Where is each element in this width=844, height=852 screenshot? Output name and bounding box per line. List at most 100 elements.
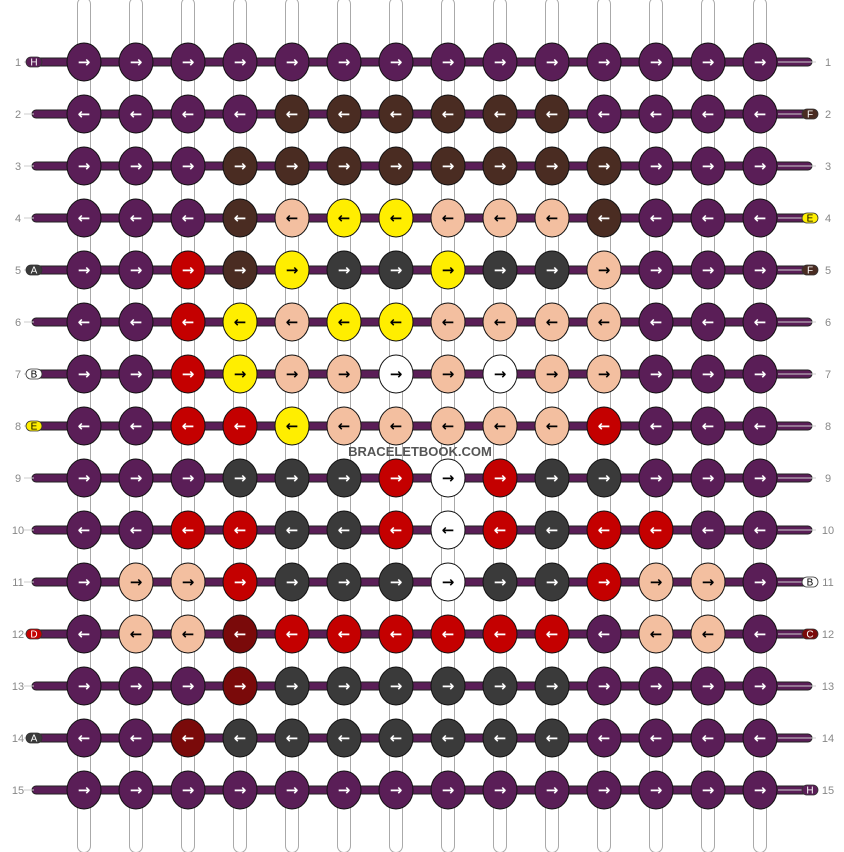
arrow-left-icon: ← — [494, 105, 507, 123]
row-number-right: 6 — [825, 317, 831, 329]
row-number-right: 2 — [825, 109, 831, 121]
knot-ellipse — [378, 198, 414, 238]
knot-ellipse — [534, 94, 570, 134]
knot: → — [534, 666, 570, 706]
knot-ellipse — [638, 146, 674, 186]
knot-ellipse — [118, 354, 154, 394]
arrow-right-icon: → — [650, 469, 663, 487]
knot: ← — [118, 406, 154, 446]
knot: → — [170, 458, 206, 498]
arrow-left-icon: ← — [286, 521, 299, 539]
arrow-left-icon: ← — [598, 625, 611, 643]
knot-ellipse — [378, 770, 414, 810]
arrow-right-icon: → — [286, 157, 299, 175]
knot-ellipse — [742, 458, 778, 498]
knot: → — [742, 770, 778, 810]
arrow-left-icon: ← — [338, 313, 351, 331]
knot: → — [118, 770, 154, 810]
arrow-right-icon: → — [390, 573, 403, 591]
knot: → — [378, 354, 414, 394]
arrow-right-icon: → — [338, 53, 351, 71]
knot: ← — [378, 302, 414, 342]
knot-ellipse — [534, 614, 570, 654]
knot-ellipse — [690, 614, 726, 654]
knot: ← — [274, 406, 310, 446]
arrow-right-icon: → — [390, 157, 403, 175]
arrow-left-icon: ← — [442, 417, 455, 435]
knot-ellipse — [586, 718, 622, 758]
knot-ellipse — [378, 562, 414, 602]
knot-ellipse — [586, 770, 622, 810]
arrow-right-icon: → — [442, 53, 455, 71]
knot-ellipse — [326, 354, 362, 394]
arrow-left-icon: ← — [754, 417, 767, 435]
knot: → — [638, 42, 674, 82]
arrow-right-icon: → — [78, 365, 91, 383]
row-number-right: 12 — [822, 629, 834, 641]
row-number-right: 10 — [822, 525, 834, 537]
knot-ellipse — [170, 250, 206, 290]
knot: ← — [274, 94, 310, 134]
knot-ellipse — [742, 562, 778, 602]
row-number-left: 14 — [12, 733, 24, 745]
knot-ellipse — [326, 458, 362, 498]
knot: ← — [482, 94, 518, 134]
knot: → — [638, 354, 674, 394]
arrow-right-icon: → — [754, 365, 767, 383]
arrow-right-icon: → — [702, 157, 715, 175]
knot: ← — [66, 718, 102, 758]
arrow-right-icon: → — [286, 781, 299, 799]
arrow-left-icon: ← — [78, 417, 91, 435]
knot-ellipse — [482, 250, 518, 290]
knot: ← — [430, 406, 466, 446]
arrow-right-icon: → — [650, 573, 663, 591]
knot-ellipse — [638, 198, 674, 238]
arrow-left-icon: ← — [442, 729, 455, 747]
knot-ellipse — [66, 354, 102, 394]
row-number-left: 6 — [15, 317, 21, 329]
knot: → — [378, 146, 414, 186]
knot-ellipse — [638, 510, 674, 550]
arrow-left-icon: ← — [182, 521, 195, 539]
knot-ellipse — [742, 718, 778, 758]
knot-ellipse — [326, 146, 362, 186]
knot: → — [534, 770, 570, 810]
knot: ← — [222, 406, 258, 446]
knot: ← — [378, 198, 414, 238]
knot: ← — [742, 510, 778, 550]
arrow-right-icon: → — [234, 781, 247, 799]
arrow-left-icon: ← — [702, 417, 715, 435]
arrow-right-icon: → — [182, 677, 195, 695]
knot: → — [66, 250, 102, 290]
row-number-right: 4 — [825, 213, 831, 225]
arrow-right-icon: → — [78, 53, 91, 71]
knot-ellipse — [638, 718, 674, 758]
arrow-left-icon: ← — [754, 209, 767, 227]
arrow-left-icon: ← — [234, 625, 247, 643]
knot: → — [482, 562, 518, 602]
arrow-right-icon: → — [338, 781, 351, 799]
row-number-right: 14 — [822, 733, 834, 745]
arrow-right-icon: → — [130, 53, 143, 71]
knot-ellipse — [326, 562, 362, 602]
arrow-left-icon: ← — [130, 209, 143, 227]
arrow-right-icon: → — [182, 261, 195, 279]
knot: → — [66, 562, 102, 602]
arrow-right-icon: → — [78, 677, 91, 695]
knot-ellipse — [586, 146, 622, 186]
arrow-left-icon: ← — [130, 729, 143, 747]
knot: ← — [638, 198, 674, 238]
knot-ellipse — [378, 146, 414, 186]
knot-ellipse — [170, 458, 206, 498]
arrow-left-icon: ← — [598, 729, 611, 747]
arrow-left-icon: ← — [338, 417, 351, 435]
arrow-left-icon: ← — [650, 417, 663, 435]
knot: ← — [118, 718, 154, 758]
knot-ellipse — [534, 406, 570, 446]
knot: ← — [170, 406, 206, 446]
knot-ellipse — [326, 94, 362, 134]
knot-ellipse — [430, 406, 466, 446]
arrow-right-icon: → — [546, 781, 559, 799]
knot: → — [482, 250, 518, 290]
strand-tag — [801, 628, 819, 640]
